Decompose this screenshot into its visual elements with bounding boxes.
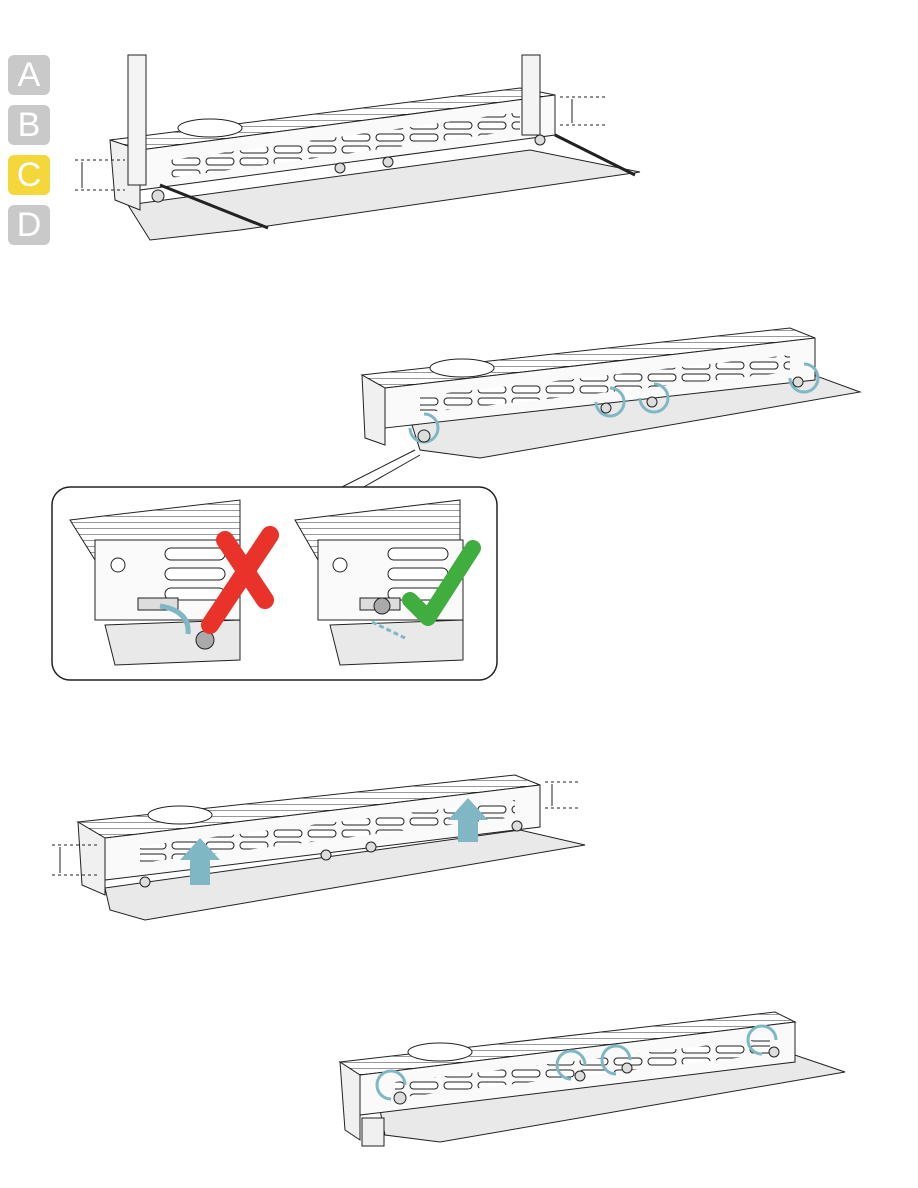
fan-opening	[178, 119, 242, 137]
callout-line	[340, 450, 415, 488]
dimension-marker-right	[545, 782, 580, 808]
figure-4-rotate-knobs	[340, 1012, 845, 1146]
callout-line	[362, 455, 420, 488]
knob	[601, 403, 611, 413]
mount-bracket	[362, 1118, 384, 1146]
housing-end	[362, 375, 385, 445]
fan-opening	[148, 806, 212, 824]
knob	[366, 842, 376, 852]
knob	[535, 135, 545, 145]
knob	[512, 821, 522, 831]
figure-1-rod-mount	[75, 55, 640, 240]
knob	[647, 397, 657, 407]
housing-end	[340, 1062, 360, 1140]
knob	[394, 1092, 406, 1104]
knob	[374, 598, 390, 614]
figure-2-rotate-knobs	[340, 328, 860, 488]
knob	[769, 1047, 779, 1057]
knob	[793, 377, 803, 387]
knob	[152, 190, 164, 202]
dimension-marker-right	[560, 97, 605, 125]
threaded-rod-left	[128, 55, 146, 185]
figure-3-lift	[52, 775, 585, 920]
threaded-rod-right	[522, 55, 540, 135]
knob	[383, 157, 393, 167]
knob	[321, 850, 331, 860]
detail-callout	[52, 487, 497, 680]
knob	[575, 1071, 585, 1081]
fan-opening	[408, 1043, 472, 1061]
fan-opening	[430, 359, 494, 377]
knob	[140, 877, 150, 887]
knob	[622, 1063, 632, 1073]
knob	[335, 163, 345, 173]
knob	[418, 430, 430, 442]
